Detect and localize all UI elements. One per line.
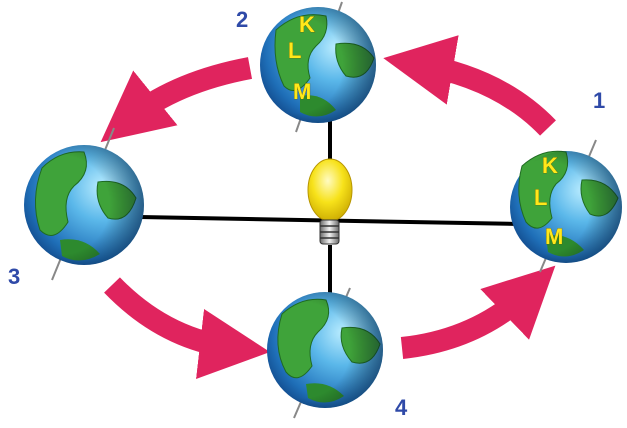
- position-label-3: 3: [8, 264, 20, 289]
- latitude-label-m: M: [545, 224, 563, 249]
- position-label-4: 4: [395, 395, 408, 420]
- orbit-arrow-4-to-1: [400, 265, 556, 359]
- position-label-1: 1: [593, 88, 605, 113]
- latitude-labels-globe-1: K L M: [534, 153, 564, 250]
- latitude-label-l: L: [288, 38, 301, 63]
- lamp-sun: [307, 158, 353, 245]
- earth-globe-2: [260, 1, 376, 133]
- earth-globe-1: [510, 139, 622, 273]
- lamp-bulb: [307, 158, 353, 222]
- latitude-label-l: L: [534, 185, 547, 210]
- earth-globe-3: [24, 127, 144, 281]
- position-labels: 1 2 3 4: [8, 7, 605, 420]
- latitude-label-k: K: [299, 12, 315, 37]
- position-label-2: 2: [236, 7, 248, 32]
- latitude-label-m: M: [293, 79, 311, 104]
- latitude-label-k: K: [542, 153, 558, 178]
- earth-globe-4: [267, 287, 383, 419]
- orbit-arrow-1-to-2: [383, 35, 556, 136]
- orbit-arrow-3-to-4: [104, 277, 270, 379]
- orbit-arrows: [100, 35, 556, 379]
- latitude-labels-globe-2: K L M: [288, 12, 316, 105]
- orbit-arrow-2-to-3: [100, 57, 253, 143]
